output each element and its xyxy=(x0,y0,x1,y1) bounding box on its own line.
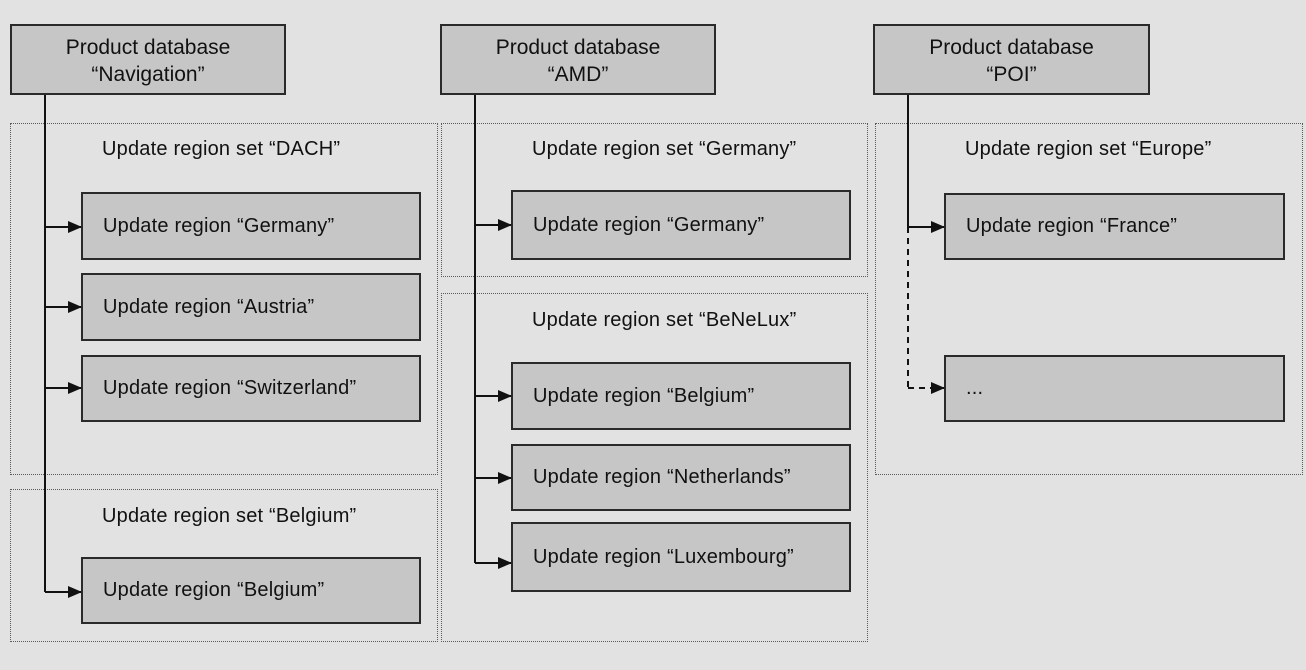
region-set-title: Update region set “BeNeLux” xyxy=(532,309,797,331)
database-title: Product database xyxy=(495,36,661,59)
update-region-belgium: Update region “Belgium” xyxy=(81,557,421,624)
update-region-more: ... xyxy=(944,355,1285,422)
database-name: “Navigation” xyxy=(91,63,205,86)
region-set-europe xyxy=(875,123,1303,475)
region-set-germany xyxy=(441,123,868,277)
database-title: Product database xyxy=(929,36,1094,59)
product-database-navigation: Product database “Navigation” xyxy=(10,24,286,95)
region-set-title: Update region set “Belgium” xyxy=(102,505,357,527)
region-set-benelux xyxy=(441,293,868,642)
region-set-belgium xyxy=(10,489,438,642)
product-database-amd: Product database “AMD” xyxy=(440,24,716,95)
update-region-france: Update region “France” xyxy=(944,193,1285,260)
product-database-poi: Product database “POI” xyxy=(873,24,1150,95)
database-name: “AMD” xyxy=(547,63,609,86)
update-region-germany: Update region “Germany” xyxy=(511,190,851,260)
region-set-dach xyxy=(10,123,438,475)
region-set-title: Update region set “Germany” xyxy=(532,138,797,160)
region-set-title: Update region set “DACH” xyxy=(102,138,341,160)
update-region-germany: Update region “Germany” xyxy=(81,192,421,260)
database-title: Product database xyxy=(65,36,231,59)
database-name: “POI” xyxy=(986,63,1037,86)
region-set-title: Update region set “Europe” xyxy=(965,138,1212,160)
update-region-luxembourg: Update region “Luxembourg” xyxy=(511,522,851,592)
update-region-austria: Update region “Austria” xyxy=(81,273,421,341)
update-region-netherlands: Update region “Netherlands” xyxy=(511,444,851,511)
update-region-belgium: Update region “Belgium” xyxy=(511,362,851,430)
update-region-switzerland: Update region “Switzerland” xyxy=(81,355,421,422)
